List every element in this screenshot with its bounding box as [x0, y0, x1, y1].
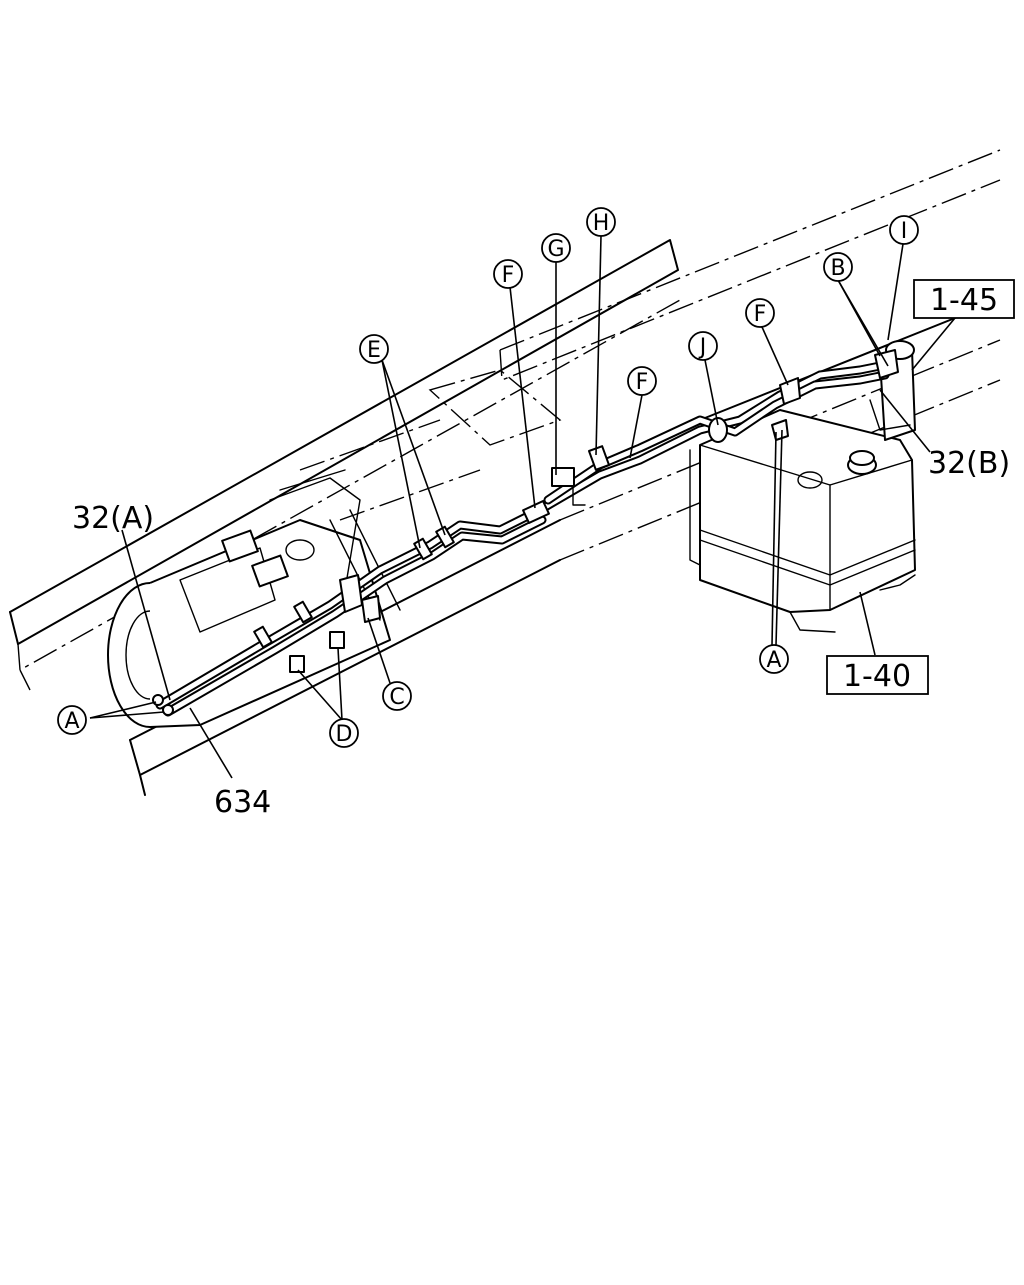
fuel-hose-main [155, 505, 547, 717]
fuel-hose-mid [535, 360, 890, 515]
leader-lines [89, 235, 956, 779]
fuel-tank [689, 409, 916, 633]
callout-g: G [541, 233, 571, 263]
brackets [289, 574, 381, 673]
svg-text:C: C [389, 685, 404, 710]
svg-text:A: A [766, 648, 781, 673]
callout-h: H [586, 207, 616, 237]
svg-text:F: F [754, 302, 767, 327]
svg-text:H: H [593, 211, 610, 236]
svg-text:F: F [636, 370, 649, 395]
callout-c: C [382, 681, 412, 711]
callout-a-left: A [57, 705, 87, 735]
svg-text:G: G [547, 237, 564, 262]
svg-text:1-45: 1-45 [930, 283, 998, 318]
callout-f-mid: F [627, 366, 657, 396]
svg-text:I: I [901, 219, 908, 244]
svg-text:1-40: 1-40 [843, 659, 911, 694]
callout-a-right: A [759, 644, 789, 674]
ref-box-1-45: 1-45 [913, 279, 1015, 319]
label-32a: 32(A) [72, 501, 154, 536]
label-32b: 32(B) [928, 446, 1010, 481]
label-634: 634 [214, 785, 271, 820]
frame-rail-left [9, 239, 681, 691]
svg-text:B: B [830, 256, 845, 281]
callout-f-left: F [493, 259, 523, 289]
svg-text:F: F [502, 263, 515, 288]
callout-b: B [823, 252, 853, 282]
callout-j: J [688, 331, 718, 361]
callout-i: I [889, 215, 919, 245]
callout-e: E [359, 334, 389, 364]
svg-text:E: E [367, 338, 381, 363]
svg-text:A: A [64, 709, 79, 734]
callout-f-right: F [745, 298, 775, 328]
crossmember [299, 369, 562, 521]
ref-box-1-40: 1-40 [826, 655, 929, 695]
callout-d: D [329, 718, 359, 748]
svg-text:D: D [336, 722, 353, 747]
svg-text:J: J [698, 335, 707, 360]
